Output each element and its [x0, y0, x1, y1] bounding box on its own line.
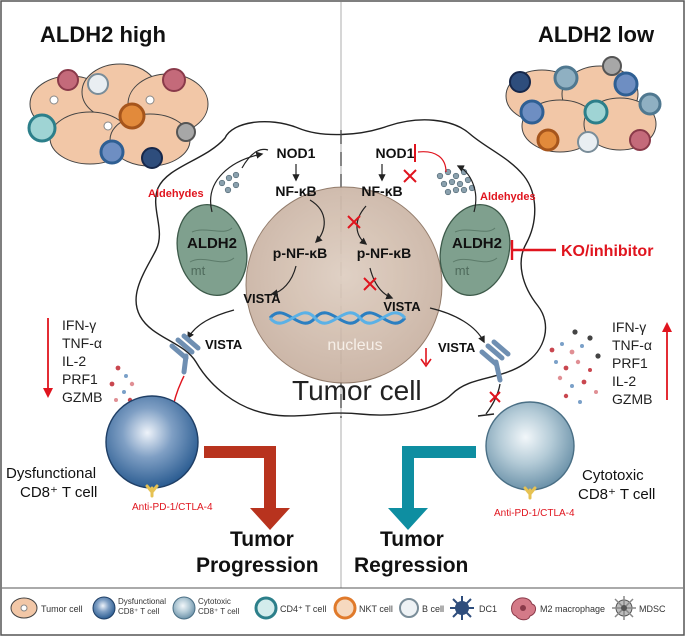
cytotoxic-cd8-icon: [172, 596, 196, 620]
right-nod1-label: NOD1: [376, 145, 415, 161]
outcome-right-line1: Tumor: [380, 528, 444, 551]
cd4-t-cell-icon: [254, 596, 278, 620]
b-cell-icon: [399, 598, 419, 618]
right-inhibition-marks: [347, 144, 417, 291]
right-nfkb-label: NF-κB: [361, 183, 402, 199]
right-granules: [549, 329, 601, 404]
right-tcell-label-line1: Cytotoxic: [582, 467, 644, 484]
legend-label-dc1: DC1: [479, 604, 497, 614]
left-antibody-label: Anti-PD-1/CTLA-4: [132, 502, 213, 513]
outcome-left-line2: Progression: [196, 554, 319, 577]
left-aldehydes-label: Aldehydes: [148, 188, 204, 200]
dysfunctional-cd8-icon: [92, 596, 116, 620]
legend: Tumor cell Dysfunctional CD8⁺ T cell Cyt…: [10, 596, 666, 621]
right-tcell-label-line2: CD8⁺ T cell: [578, 486, 655, 503]
left-vista-receptor: [169, 333, 201, 375]
svg-text:GZMB: GZMB: [62, 389, 102, 405]
svg-text:PRF1: PRF1: [612, 355, 648, 371]
progression-arrow: [204, 446, 290, 530]
left-cytokine-list: IFN-γ TNF-α IL-2 PRF1 GZMB: [62, 317, 102, 405]
tumor-cell-label: Tumor cell: [292, 375, 422, 406]
ko-inhibitor-label: KO/inhibitor: [561, 243, 653, 260]
right-antibody-label: Anti-PD-1/CTLA-4: [494, 508, 575, 519]
ko-inhibitor-marker: [510, 240, 556, 260]
regression-arrow: [388, 446, 476, 530]
right-pathway-arrows: [356, 151, 485, 344]
left-mt-label: mt: [191, 263, 206, 278]
right-up-arrow: [662, 322, 672, 400]
left-vista-receptor-label: VISTA: [205, 337, 243, 352]
legend-label-m2: M2 macrophage: [540, 604, 605, 614]
legend-label-b-cell: B cell: [422, 604, 444, 614]
left-pnfkb-label: p-NF-κB: [273, 245, 327, 261]
nucleus-label: nucleus: [327, 337, 382, 354]
tumor-cell-icon: [10, 597, 38, 619]
legend-label-cytotoxic: Cytotoxic: [198, 597, 231, 606]
right-cytokine-list: IFN-γ TNF-α PRF1 IL-2 GZMB: [612, 319, 652, 407]
right-vista-nuclear-label: VISTA: [383, 299, 421, 314]
left-aldehyde-dots: [218, 171, 240, 194]
svg-text:IL-2: IL-2: [62, 353, 86, 369]
svg-text:GZMB: GZMB: [612, 391, 652, 407]
dysfunctional-cd8-t-cell: [105, 395, 199, 489]
left-pathway-arrows: [187, 148, 325, 340]
svg-text:PRF1: PRF1: [62, 371, 98, 387]
outcome-right-line2: Regression: [354, 554, 468, 577]
dna-strand-2: [268, 311, 407, 325]
mdsc-icon: [612, 596, 636, 620]
nucleus: [245, 186, 443, 384]
left-tcell-label-line2: CD8⁺ T cell: [20, 484, 97, 501]
right-aldehydes-label: Aldehydes: [480, 191, 536, 203]
left-granules: [109, 365, 135, 403]
left-tcell-label-line1: Dysfunctional: [6, 465, 96, 482]
right-antibody-icon: [523, 486, 537, 500]
legend-label-mdsc: MDSC: [639, 604, 666, 614]
right-vista-receptor: [479, 339, 511, 383]
legend-label-dysfunctional: Dysfunctional: [118, 597, 166, 606]
right-tme-cluster: [505, 56, 662, 153]
legend-label-nkt: NKT cell: [359, 604, 393, 614]
left-mitochondrion: [176, 203, 248, 297]
legend-label-tumor-cell: Tumor cell: [41, 604, 83, 614]
right-pnfkb-label: p-NF-κB: [357, 245, 411, 261]
legend-label-cytotoxic-2: CD8⁺ T cell: [198, 607, 239, 616]
right-panel-title: ALDH2 low: [538, 22, 655, 47]
left-nod1-label: NOD1: [277, 145, 316, 161]
outcome-left-line1: Tumor: [230, 528, 294, 551]
m2-macrophage-icon: [511, 597, 537, 621]
right-mitochondrion: [439, 203, 511, 297]
svg-text:IL-2: IL-2: [612, 373, 636, 389]
right-vista-receptor-label: VISTA: [438, 340, 476, 355]
left-tme-cluster: [27, 63, 209, 169]
cytotoxic-cd8-t-cell: [485, 401, 575, 491]
nkt-cell-icon: [333, 596, 357, 620]
svg-text:IFN-γ: IFN-γ: [62, 317, 96, 333]
right-mt-label: mt: [455, 263, 470, 278]
left-panel-title: ALDH2 high: [40, 22, 166, 47]
left-nfkb-label: NF-κB: [275, 183, 316, 199]
right-aldh2-label: ALDH2: [452, 235, 502, 252]
legend-label-dysfunctional-2: CD8⁺ T cell: [118, 607, 159, 616]
right-vista-inhibition: [477, 383, 501, 417]
left-down-arrow: [43, 318, 53, 398]
right-aldehyde-dots: [436, 168, 476, 196]
svg-text:TNF-α: TNF-α: [612, 337, 652, 353]
dc1-icon: [450, 596, 474, 620]
left-antibody-icon: [145, 484, 159, 498]
svg-text:TNF-α: TNF-α: [62, 335, 102, 351]
legend-label-cd4: CD4⁺ T cell: [280, 604, 326, 614]
left-aldh2-label: ALDH2: [187, 235, 237, 252]
svg-text:IFN-γ: IFN-γ: [612, 319, 646, 335]
